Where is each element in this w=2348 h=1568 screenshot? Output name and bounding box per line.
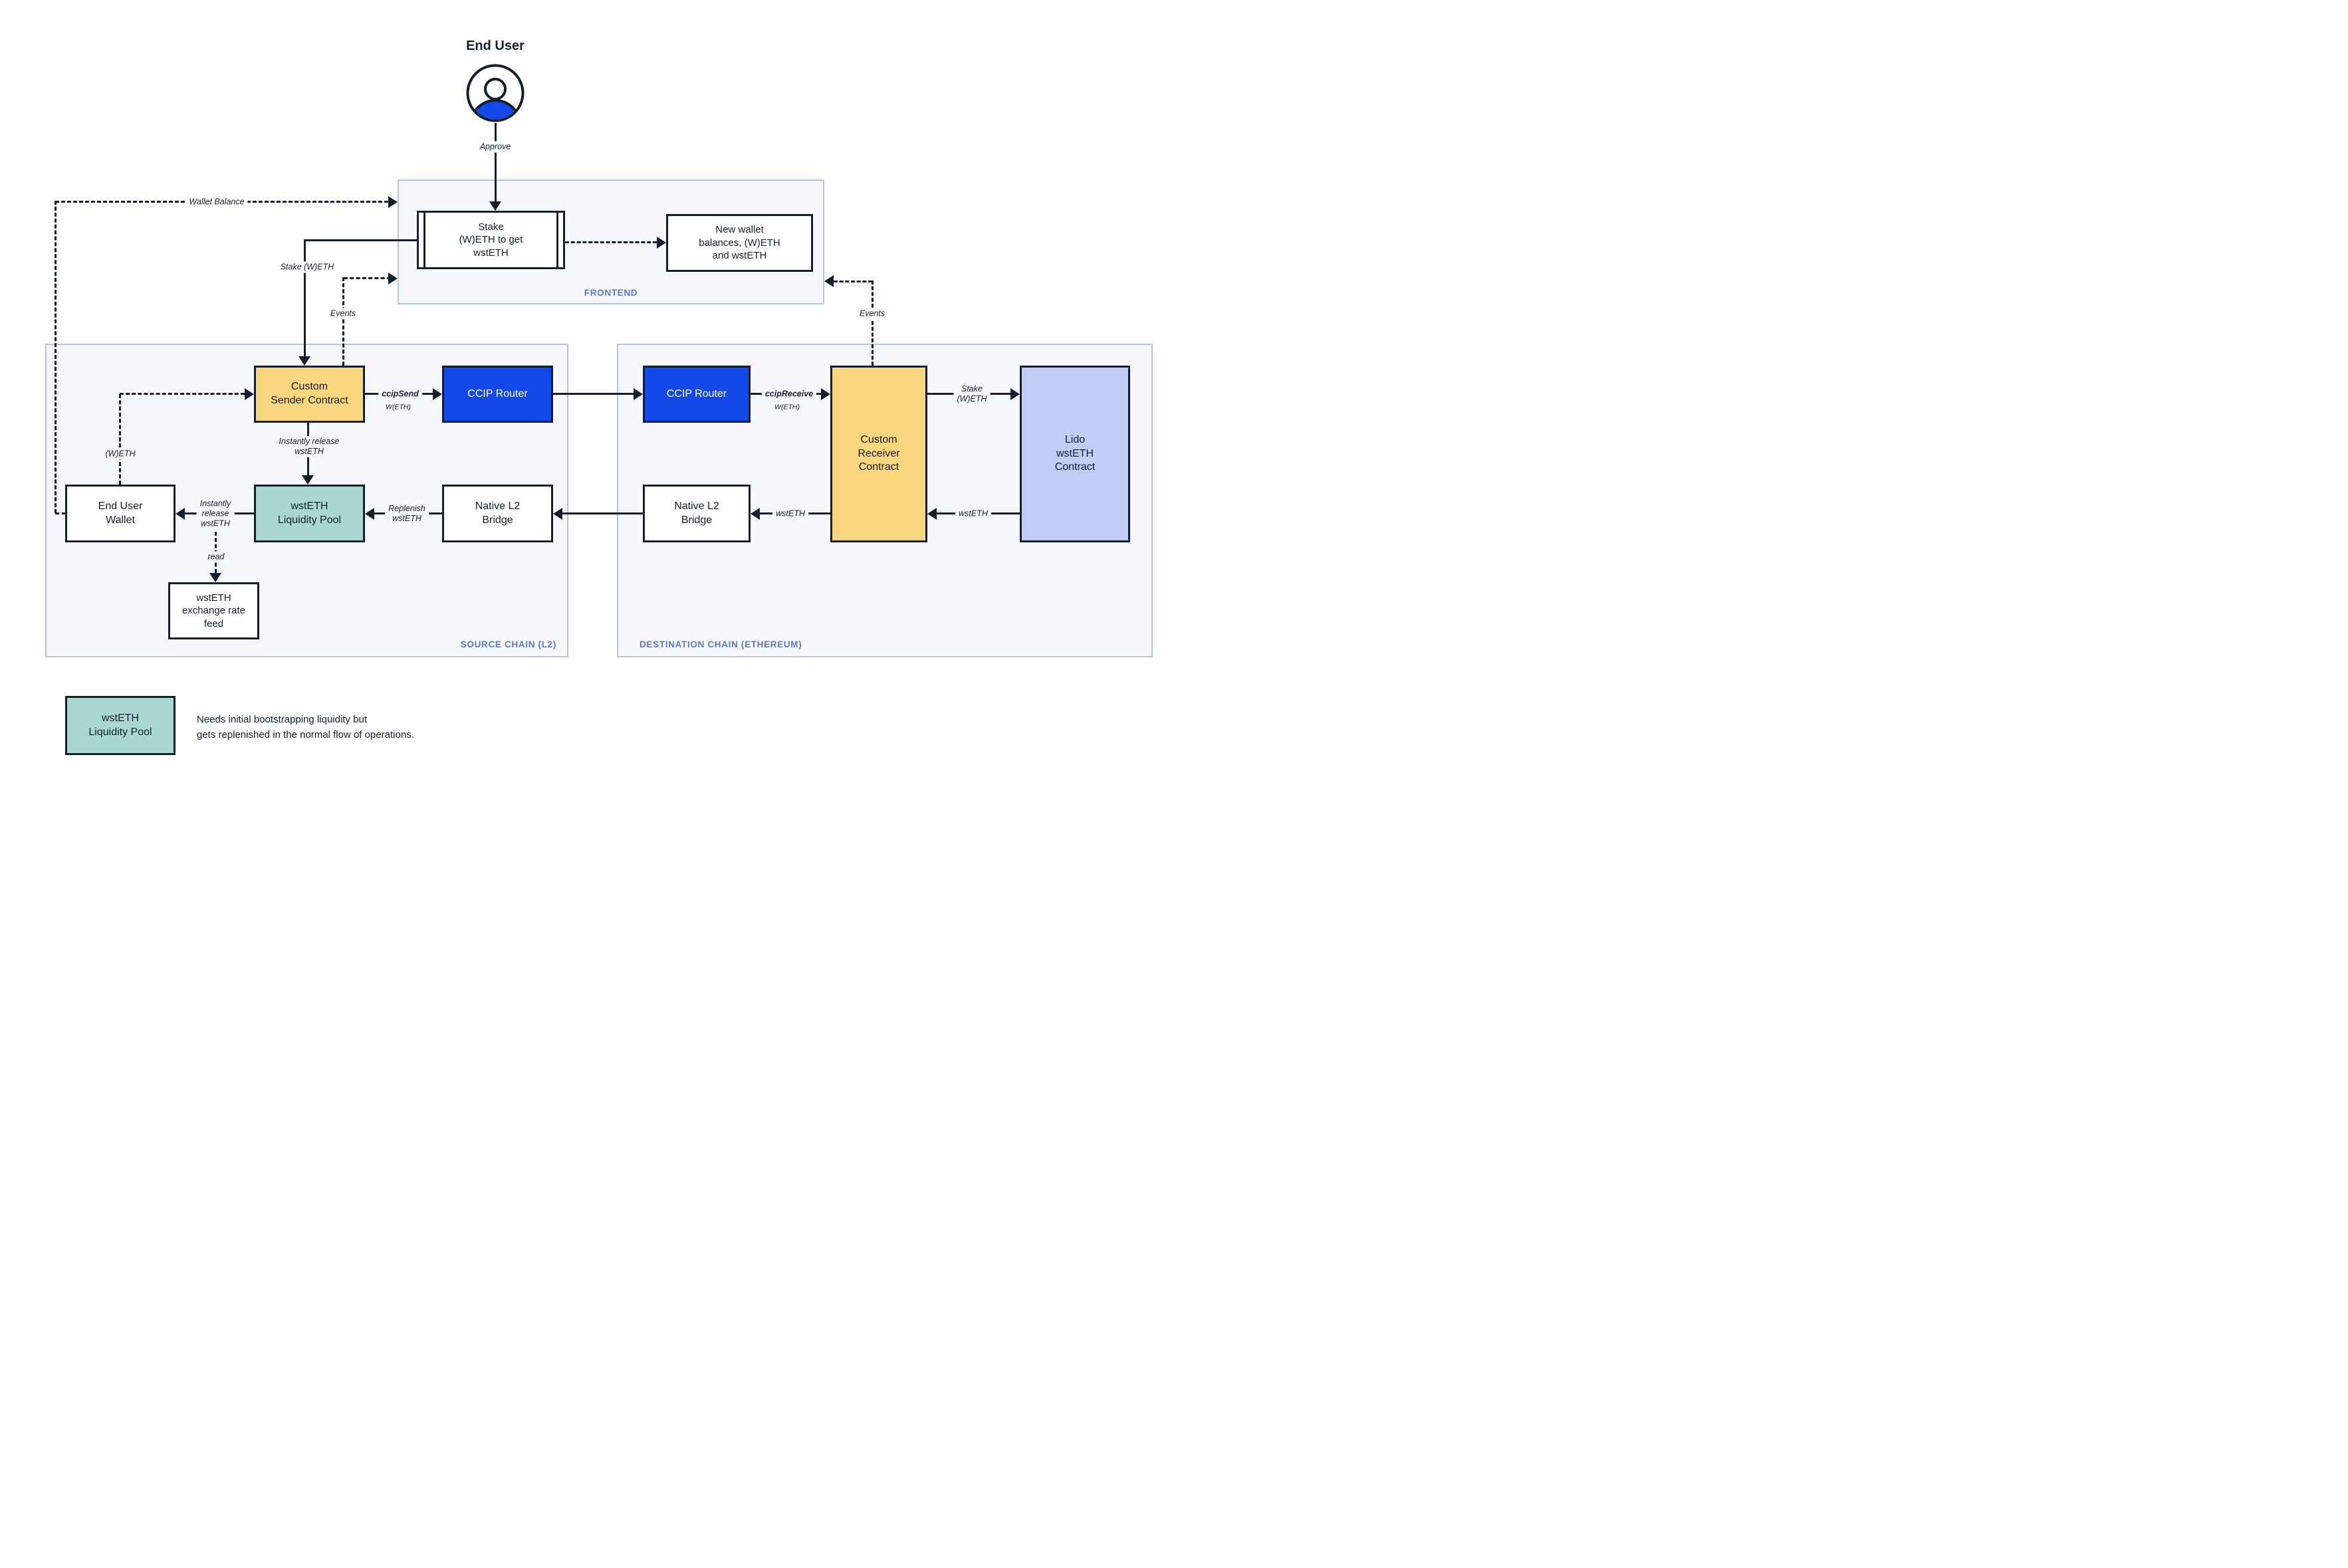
end-user-wallet-node: End User Wallet <box>65 485 176 542</box>
end-user-title: End User <box>466 39 525 53</box>
edge-instant-release-h-label: Instantly release wstETH <box>196 498 235 529</box>
new-wallet-box: New wallet balances, (W)ETH and wstETH <box>666 214 813 272</box>
liquidity-pool-label: wstETH Liquidity Pool <box>277 500 342 526</box>
edge-router-to-router-line <box>553 393 634 395</box>
native-bridge-source-label: Native L2 Bridge <box>475 500 521 526</box>
edge-wallet-balance-label: Wallet Balance <box>185 196 248 207</box>
edge-ccipsend-arrowhead <box>433 388 442 400</box>
legend-swatch-label: wstETH Liquidity Pool <box>88 712 152 738</box>
liquidity-pool-node: wstETH Liquidity Pool <box>254 485 365 542</box>
edge-events-right-hline <box>834 280 872 282</box>
edge-stake-weth-hline <box>304 239 417 241</box>
edge-replenish-arrowhead <box>365 507 374 520</box>
new-wallet-box-label: New wallet balances, (W)ETH and wstETH <box>699 224 780 262</box>
edge-ccipreceive-label: ccipReceive <box>761 388 817 399</box>
edge-events-right-vline <box>872 280 874 366</box>
edge-stake-weth-right-label: Stake (W)ETH <box>953 383 991 405</box>
edge-stake-weth-label: Stake (W)ETH <box>277 261 338 273</box>
edge-ccipreceive-token-label: W(ETH) <box>772 403 802 412</box>
native-bridge-destination-node: Native L2 Bridge <box>643 485 751 542</box>
edge-instant-release-h-arrowhead <box>176 507 185 520</box>
edge-events-right-label: Events <box>856 308 889 320</box>
edge-weth-label: (W)ETH <box>102 448 139 460</box>
edge-instant-release-v-arrowhead <box>302 475 314 485</box>
edge-stake-to-newwallet-arrowhead <box>657 236 666 249</box>
edge-events-left-label: Events <box>326 308 360 320</box>
edge-ccipreceive-arrowhead <box>821 388 830 400</box>
stake-box-left-bar <box>423 213 425 267</box>
edge-wallet-balance-drop-line <box>54 201 57 513</box>
native-bridge-source-node: Native L2 Bridge <box>442 485 553 542</box>
edge-weth-hline <box>120 393 245 395</box>
end-user-wallet-label: End User Wallet <box>98 500 143 526</box>
edge-stake-to-newwallet-line <box>565 241 657 243</box>
edge-wsteth-lido-arrowhead <box>927 507 937 520</box>
edge-weth-vline <box>118 393 121 485</box>
edge-bridge-to-bridge-arrowhead <box>553 507 562 520</box>
lido-contract-label: Lido wstETH Contract <box>1054 433 1096 473</box>
edge-instant-release-v-label: Instantly release wstETH <box>275 436 343 457</box>
edge-replenish-label: Replenish wstETH <box>385 503 429 524</box>
custom-receiver-contract-label: Custom Receiver Contract <box>858 433 900 473</box>
legend-swatch-box: wstETH Liquidity Pool <box>65 696 176 755</box>
edge-read-label: read <box>204 551 228 563</box>
destination-chain-panel-label: DESTINATION CHAIN (ETHEREUM) <box>640 639 802 649</box>
stake-box-label: Stake (W)ETH to get wstETH <box>459 221 523 259</box>
custom-receiver-contract-node: Custom Receiver Contract <box>830 366 927 542</box>
ccip-router-source-node: CCIP Router <box>442 366 553 423</box>
stake-box: Stake (W)ETH to get wstETH <box>417 211 565 269</box>
legend-description: Needs initial bootstrapping liquidity bu… <box>197 714 414 740</box>
rate-feed-label: wstETH exchange rate feed <box>181 592 246 629</box>
person-icon <box>466 64 525 122</box>
edge-wsteth-lido-label: wstETH <box>955 508 991 519</box>
frontend-panel-label: FRONTEND <box>584 288 638 298</box>
edge-read-arrowhead <box>209 573 221 582</box>
custom-sender-contract-label: Custom Sender Contract <box>271 381 348 406</box>
ccip-router-source-label: CCIP Router <box>467 388 528 399</box>
edge-bridge-to-bridge-line <box>562 512 643 514</box>
edge-stake-weth-right-arrowhead <box>1010 388 1020 400</box>
edge-events-left-arrowhead <box>388 272 398 284</box>
edge-wsteth-receiver-arrowhead <box>751 507 760 520</box>
edge-stake-weth-vline <box>303 239 306 356</box>
edge-ccipsend-label: ccipSend <box>378 388 422 399</box>
custom-sender-contract-node: Custom Sender Contract <box>254 366 365 423</box>
edge-events-left-vline <box>342 277 344 366</box>
edge-approve-arrowhead <box>489 201 501 211</box>
edge-wallet-balance-arrowhead <box>388 195 398 208</box>
stake-box-right-bar <box>556 213 558 267</box>
edge-approve-label: Approve <box>476 141 515 153</box>
edge-events-left-hline <box>343 277 391 279</box>
native-bridge-destination-label: Native L2 Bridge <box>674 500 719 526</box>
source-chain-panel-label: SOURCE CHAIN (L2) <box>460 639 556 649</box>
ccip-router-destination-label: CCIP Router <box>666 388 727 399</box>
edge-ccipsend-token-label: W(ETH) <box>383 403 413 412</box>
rate-feed-node: wstETH exchange rate feed <box>168 582 259 639</box>
diagram-canvas: End User Approve FRONTEND Stake (W)ETH t… <box>0 0 1174 784</box>
edge-stake-weth-arrowhead <box>298 356 310 366</box>
lido-contract-node: Lido wstETH Contract <box>1020 366 1130 542</box>
ccip-router-destination-node: CCIP Router <box>643 366 751 423</box>
edge-approve-line <box>494 123 497 201</box>
edge-weth-arrowhead <box>245 388 254 400</box>
edge-wsteth-receiver-label: wstETH <box>772 508 808 519</box>
edge-events-right-arrowhead <box>824 275 834 287</box>
edge-wallet-balance-drop-elbow <box>55 512 66 514</box>
edge-router-to-router-arrowhead <box>634 388 643 400</box>
